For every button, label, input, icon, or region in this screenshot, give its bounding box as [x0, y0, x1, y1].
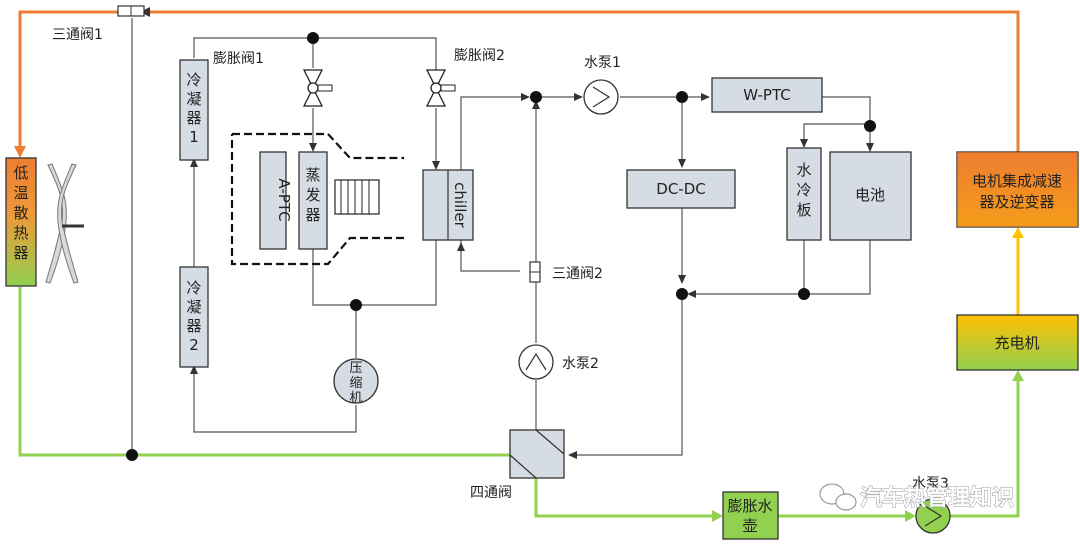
- svg-text:水冷板: 水冷板: [796, 161, 811, 219]
- a-ptc-label: A-PTC: [275, 178, 293, 221]
- water-cold-plate: 水冷板: [786, 147, 822, 241]
- expansion-tank: 膨胀水壶: [722, 491, 779, 540]
- low-temp-radiator-label: 低温散热器: [13, 164, 28, 262]
- svg-text:压缩机: 压缩机: [349, 361, 362, 406]
- hvac-housing: [230, 132, 404, 266]
- evaporator: 蒸发器: [298, 151, 328, 250]
- watermark-text: 汽车热管理知识: [860, 485, 1014, 511]
- water-pump-2: 水泵2: [518, 344, 599, 380]
- water-pump-3-label: 水泵3: [912, 476, 949, 492]
- expansion-valve-1-label: 膨胀阀1: [213, 50, 264, 67]
- fan-icon: [45, 163, 84, 284]
- water-pump-3: 水泵3: [912, 476, 951, 534]
- coolant-loop-lines: [14, 7, 1024, 522]
- four-way-valve-label: 四通阀: [470, 485, 512, 501]
- svg-text:膨胀水壶: 膨胀水壶: [727, 497, 772, 535]
- water-pump-1: 水泵1: [583, 55, 621, 115]
- motor-unit: 电机集成减速器及逆变器: [956, 151, 1079, 228]
- expansion-valve-2-label: 膨胀阀2: [454, 47, 505, 64]
- dc-dc-label: DC-DC: [656, 180, 705, 198]
- water-pump-1-label: 水泵1: [584, 55, 621, 71]
- three-way-valve-2: 三通阀2: [529, 261, 603, 283]
- junction-dots: [126, 32, 876, 461]
- watermark: 汽车热管理知识: [819, 483, 1015, 512]
- svg-text:电机集成减速器及逆变器: 电机集成减速器及逆变器: [972, 172, 1062, 211]
- charger: 充电机: [956, 314, 1079, 371]
- battery-label: 电池: [855, 186, 885, 204]
- expansion-valve-1: 膨胀阀1: [213, 50, 333, 107]
- three-way-valve-2-label: 三通阀2: [552, 266, 603, 282]
- w-ptc-label: W-PTC: [743, 86, 790, 104]
- refrigerant-and-coolant-pipes: [131, 18, 874, 459]
- chiller: chiller: [422, 169, 474, 241]
- battery: 电池: [829, 151, 912, 241]
- chiller-label: chiller: [451, 182, 469, 228]
- compressor: 压缩机: [333, 358, 379, 406]
- blower-grille-icon: [334, 179, 380, 215]
- wechat-icon: [819, 483, 857, 511]
- a-ptc: A-PTC: [259, 151, 293, 250]
- charger-label: 充电机: [994, 334, 1039, 352]
- low-temp-radiator: 低温散热器: [5, 157, 37, 287]
- four-way-valve: 四通阀: [470, 429, 565, 501]
- dc-dc: DC-DC: [626, 169, 736, 209]
- water-pump-2-label: 水泵2: [562, 356, 599, 372]
- expansion-valve-2: 膨胀阀2: [425, 47, 505, 107]
- w-ptc: W-PTC: [711, 77, 823, 113]
- svg-text:蒸发器: 蒸发器: [305, 166, 320, 224]
- three-way-valve-1-label: 三通阀1: [52, 27, 103, 43]
- three-way-valve-1: 三通阀1: [52, 5, 145, 43]
